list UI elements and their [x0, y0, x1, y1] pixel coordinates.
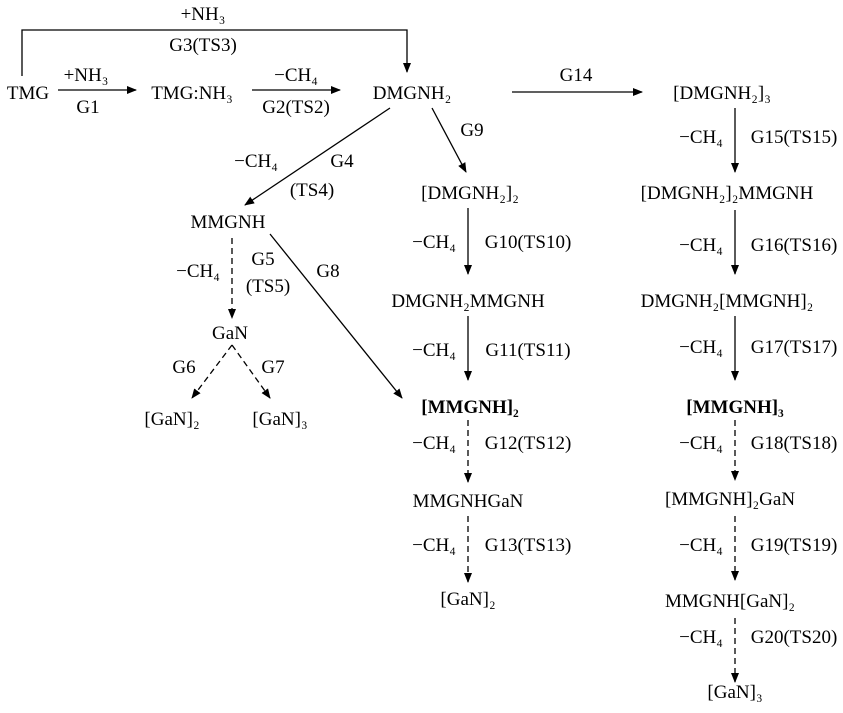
species-dmgnh2mmgnh: DMGNH₂MMGNH — [391, 291, 545, 312]
label-g6: G6 — [172, 357, 195, 378]
species-gan-2-mid: [GaN]₂ — [440, 589, 495, 610]
arrow-g8 — [269, 233, 403, 399]
label-minus-ch4-g11: −CH₄ — [412, 340, 456, 361]
label-g8: G8 — [316, 261, 339, 282]
label-minus-ch4-g4: −CH₄ — [234, 151, 278, 172]
label-ts5: (TS5) — [246, 276, 290, 297]
species-gan: GaN — [212, 323, 248, 344]
species-dmgnh2-3: [DMGNH₂]₃ — [673, 83, 771, 104]
species-dmgnh2-2-mmgnh: [DMGNH₂]₂MMGNH — [641, 183, 814, 204]
species-mmgnh-gan-2: MMGNH[GaN]₂ — [665, 591, 795, 612]
label-plus-nh3-g1: +NH₃ — [64, 65, 109, 86]
arrow-g7 — [231, 344, 271, 399]
species-gan-3-left: [GaN]₃ — [252, 409, 307, 430]
species-mmgnhgan: MMGNHGaN — [413, 491, 524, 512]
arrow-g3 — [21, 29, 411, 76]
arrow-g4 — [244, 107, 391, 206]
label-g16: G16(TS16) — [751, 235, 838, 256]
label-g7: G7 — [261, 357, 284, 378]
species-mmgnh-2-gan: [MMGNH]₂GaN — [665, 489, 795, 510]
label-plus-nh3-g3: +NH₃ — [181, 4, 226, 25]
label-minus-ch4-g18: −CH₄ — [679, 433, 723, 454]
label-ts4: (TS4) — [290, 180, 334, 201]
species-mmgnh: MMGNH — [191, 212, 266, 233]
species-gan-2-left: [GaN]₂ — [144, 409, 199, 430]
species-mmgnh-2: [MMGNH]₂ — [421, 397, 519, 418]
species-gan-3-right: [GaN]₃ — [707, 682, 762, 703]
label-minus-ch4-g17: −CH₄ — [679, 337, 723, 358]
label-g1: G1 — [76, 97, 99, 118]
label-g14: G14 — [560, 65, 593, 86]
label-minus-ch4-g10: −CH₄ — [412, 232, 456, 253]
label-g4: G4 — [330, 151, 354, 172]
label-g3: G3(TS3) — [169, 35, 237, 56]
label-minus-ch4-g16: −CH₄ — [679, 235, 723, 256]
arrow-g9 — [431, 107, 467, 173]
label-g11: G11(TS11) — [485, 340, 570, 361]
label-minus-ch4-g5: −CH₄ — [176, 261, 220, 282]
label-minus-ch4-g15: −CH₄ — [679, 127, 723, 148]
label-g15: G15(TS15) — [751, 127, 838, 148]
species-dmgnh2-mmgnh-2: DMGNH₂[MMGNH]₂ — [641, 291, 814, 312]
label-g5: G5 — [251, 249, 274, 270]
label-minus-ch4-g19: −CH₄ — [679, 535, 723, 556]
arrow-g6 — [191, 344, 233, 399]
label-g19: G19(TS19) — [751, 535, 838, 556]
label-g2: G2(TS2) — [262, 97, 330, 118]
label-g20: G20(TS20) — [751, 627, 838, 648]
label-g13: G13(TS13) — [485, 535, 572, 556]
species-tmg-nh3: TMG:NH₃ — [151, 83, 233, 104]
species-dmgnh2: DMGNH₂ — [373, 83, 451, 104]
species-tmg: TMG — [7, 83, 50, 104]
label-g10: G10(TS10) — [485, 232, 572, 253]
label-minus-ch4-g2: −CH₄ — [274, 65, 318, 86]
label-minus-ch4-g20: −CH₄ — [679, 627, 723, 648]
label-g12: G12(TS12) — [485, 433, 572, 454]
label-g17: G17(TS17) — [751, 337, 838, 358]
label-g18: G18(TS18) — [751, 433, 838, 454]
label-g9: G9 — [460, 120, 483, 141]
label-minus-ch4-g12: −CH₄ — [412, 433, 456, 454]
label-minus-ch4-g13: −CH₄ — [412, 535, 456, 556]
species-mmgnh-3: [MMGNH]₃ — [686, 397, 784, 418]
species-dmgnh2-2: [DMGNH₂]₂ — [421, 183, 519, 204]
